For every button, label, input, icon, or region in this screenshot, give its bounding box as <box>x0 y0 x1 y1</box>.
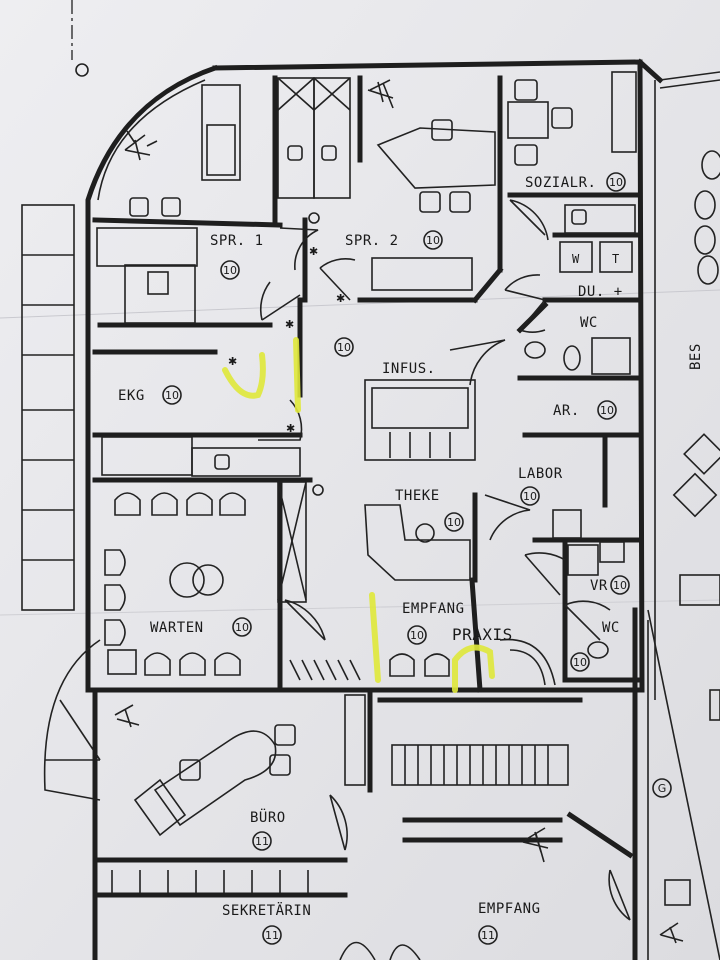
room-label-empfang: EMPFANG <box>402 601 465 617</box>
room-number-sozialr: 10 <box>609 176 623 189</box>
plant-symbols <box>114 79 684 944</box>
grid-axis-marker <box>75 63 89 77</box>
room-label-ar: AR. <box>553 403 580 419</box>
svg-text:✱: ✱ <box>309 245 318 258</box>
exterior-walls <box>85 58 720 700</box>
svg-text:✱: ✱ <box>285 318 294 331</box>
room-label-ekg: EKG <box>118 388 145 404</box>
door-markers: ✱ ✱ ✱ ✱ ✱ <box>228 245 345 435</box>
room-label-wc-lower: WC <box>602 620 620 636</box>
interior-walls <box>92 75 720 960</box>
room-label-empfang-lower: EMPFANG <box>478 901 541 917</box>
room-label-sekretaerin: SEKRETÄRIN <box>222 901 311 919</box>
room-number-empfang: 10 <box>410 629 424 642</box>
svg-text:✱: ✱ <box>336 292 345 305</box>
label-g: G <box>658 782 667 795</box>
room-number-corridor: 10 <box>337 341 351 354</box>
room-number-wc-lower: 10 <box>573 656 587 669</box>
room-number-buero: 11 <box>255 835 269 848</box>
room-number-vr: 10 <box>613 579 627 592</box>
room-label-spr1: SPR. 1 <box>210 233 264 249</box>
label-bes: BES <box>688 343 704 370</box>
left-facade <box>21 204 101 801</box>
paper-fold-line <box>0 289 720 319</box>
doors <box>258 199 631 921</box>
highlight-marks <box>222 337 495 693</box>
room-number-ekg: 10 <box>165 389 179 402</box>
room-number-spr2: 10 <box>426 234 440 247</box>
room-labels: SPR. 1 10 SPR. 2 10 SOZIALR. 10 EKG 10 I… <box>118 172 704 945</box>
room-label-wc-upper: WC <box>580 315 598 331</box>
room-label-praxis: PRAXIS <box>452 625 513 644</box>
room-number-empfang-lower: 11 <box>481 929 495 942</box>
label-w: W <box>572 252 580 266</box>
room-label-buero: BÜRO <box>250 808 286 826</box>
room-label-spr2: SPR. 2 <box>345 233 399 249</box>
label-t: T <box>612 252 620 266</box>
room-label-du: DU. + <box>578 284 623 300</box>
svg-text:✱: ✱ <box>286 422 295 435</box>
room-number-ar: 10 <box>600 404 614 417</box>
room-number-sekretaerin: 11 <box>265 929 279 942</box>
room-number-labor: 10 <box>523 490 537 503</box>
svg-text:✱: ✱ <box>228 355 237 368</box>
paper-fold-line <box>0 599 720 616</box>
room-number-theke: 10 <box>447 516 461 529</box>
room-label-warten: WARTEN <box>150 620 204 636</box>
room-label-labor: LABOR <box>518 466 563 482</box>
room-number-warten: 10 <box>235 621 249 634</box>
room-label-vr: VR <box>590 578 608 594</box>
room-label-theke: THEKE <box>395 488 440 504</box>
furniture <box>96 71 720 960</box>
room-number-spr1: 10 <box>223 264 237 277</box>
room-label-infus: INFUS. <box>382 361 436 377</box>
room-label-sozialr: SOZIALR. <box>525 175 596 191</box>
